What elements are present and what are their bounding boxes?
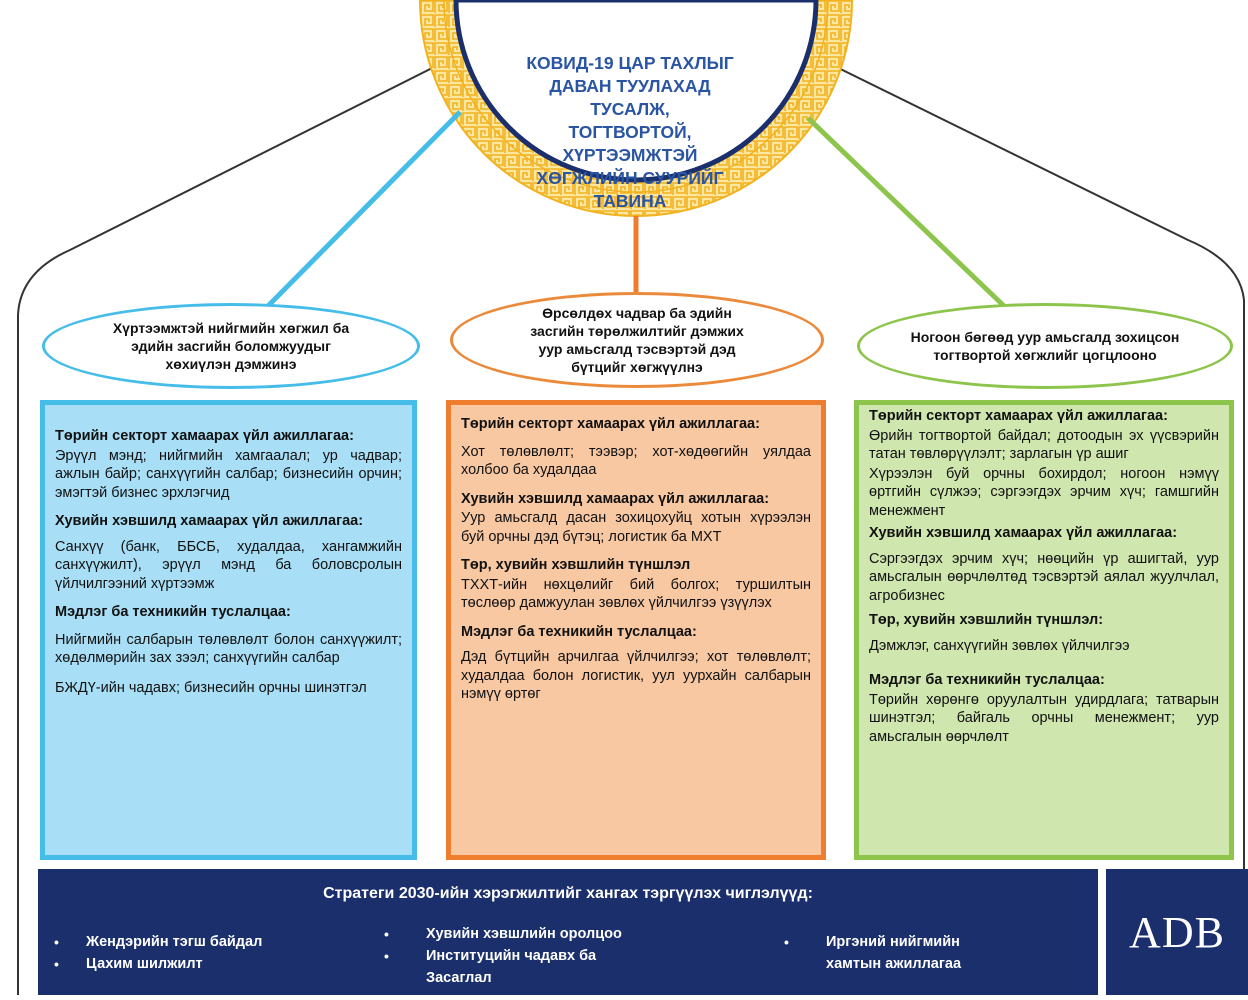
center-title: КОВИД-19 ЦАР ТАХЛЫГ ДАВАН ТУУЛАХАД ТУСАЛ… bbox=[526, 53, 734, 211]
block-heading: Төрийн секторт хамаарах үйл ажиллагаа: bbox=[461, 416, 760, 432]
block-heading: Хувийн хэвшилд хамаарах үйл ажиллагаа: bbox=[461, 490, 770, 507]
connector-blue bbox=[266, 110, 462, 308]
block-heading: Төр, хувийн хэвшлийн түншлэл: bbox=[869, 612, 1104, 628]
block-heading: Төрийн секторт хамаарах үйл ажиллагаа: bbox=[869, 408, 1168, 424]
connector-green bbox=[806, 116, 1006, 308]
strategy-item: Хувийн хэвшлийн оролцоо bbox=[368, 923, 768, 945]
pillar-1-panel: Төрийн секторт хамаарах үйл ажиллагаа: Э… bbox=[40, 400, 417, 860]
block-heading: Хувийн хэвшилд хамаарах үйл ажиллагаа: bbox=[55, 513, 364, 529]
pillar-2-title: Өрсөлдөх чадвар ба эдийн засгийн төрөлжи… bbox=[450, 292, 824, 388]
pillar-2-panel: Төрийн секторт хамаарах үйл ажиллагаа: Х… bbox=[446, 400, 826, 860]
strategy-item: Институцийн чадавх ба Засаглал bbox=[368, 945, 768, 989]
block-body: БЖДҮ-ийн чадавх; бизнесийн орчны шинэтгэ… bbox=[55, 679, 367, 696]
ger-roof-outline bbox=[17, 54, 459, 995]
adb-logo: ADB bbox=[1106, 869, 1248, 995]
pillar-3-panel: Төрийн секторт хамаарах үйл ажиллагаа: Ө… bbox=[854, 400, 1234, 860]
block-body: Дэмжлэг, санхүүгийн зөвлөх үйлчилгээ bbox=[869, 637, 1130, 654]
strategy-title: Стратеги 2030-ийн хэрэгжилтийг хангах тэ… bbox=[323, 885, 813, 902]
block-body: Сэргээгдэх эрчим хүч; нөөцийн үр ашигтай… bbox=[869, 550, 1219, 604]
block-heading: Мэдлэг ба техникийн туслалцаа: bbox=[55, 604, 291, 620]
block-heading: Мэдлэг ба техникийн туслалцаа: bbox=[869, 672, 1105, 688]
block-body: Дэд бүтцийн арчилгаа үйлчилгээ; хот төлө… bbox=[461, 649, 811, 702]
strategy-item: Цахим шилжилт bbox=[38, 953, 368, 975]
block-heading: Төрийн секторт хамаарах үйл ажиллагаа: bbox=[55, 428, 354, 444]
block-body: Уур амьсгалд дасан зохицохуйц хотын хүрэ… bbox=[461, 510, 811, 545]
strategy-column-3: Иргэний нийгмийн хамтын ажиллагаа bbox=[768, 931, 1098, 975]
strategy-column-1: Жендэрийн тэгш байдал Цахим шилжилт bbox=[38, 931, 368, 975]
block-heading: Хувийн хэвшилд хамаарах үйл ажиллагаа: bbox=[869, 525, 1178, 541]
pillar-3-title: Ногоон бөгөөд уур амьсгалд зохицсон тогт… bbox=[857, 303, 1233, 389]
block-heading: Төр, хувийн хэвшлийн түншлэл bbox=[461, 557, 691, 573]
strategy-item: Жендэрийн тэгш байдал bbox=[38, 931, 368, 953]
block-body: Хүрээлэн буй орчны бохирдол; ногоон нэмү… bbox=[869, 465, 1219, 519]
block-body: Хот төлөвлөлт; тээвэр; хот-хөдөөгийн уял… bbox=[461, 443, 811, 479]
block-body: Нийгмийн салбарын төлөвлөлт болон санхүү… bbox=[55, 631, 402, 667]
block-body: Санхүү (банк, ББСБ, худалдаа, хангамжийн… bbox=[55, 538, 402, 592]
strategy-column-2: Хувийн хэвшлийн оролцоо Институцийн чада… bbox=[368, 923, 768, 989]
strategy-strip: Стратеги 2030-ийн хэрэгжилтийг хангах тэ… bbox=[38, 869, 1098, 995]
ger-roof-outline-right bbox=[811, 54, 1245, 995]
center-circle bbox=[453, 0, 819, 183]
block-body: Төрийн хөрөнгө оруулалтын удирдлага; тат… bbox=[869, 691, 1219, 745]
strategy-item: Иргэний нийгмийн хамтын ажиллагаа bbox=[768, 931, 1098, 975]
block-heading: Мэдлэг ба техникийн туслалцаа: bbox=[461, 623, 697, 640]
block-body: Өрийн тогтвортой байдал; дотоодын эх үүс… bbox=[869, 427, 1219, 463]
pillar-1-title: Хүртээмжтэй нийгмийн хөгжил ба эдийн зас… bbox=[42, 303, 420, 389]
block-body: ТХХТ-ийн нөхцөлийг бий болгох; туршилтын… bbox=[461, 576, 811, 612]
block-body: Эрүүл мэнд; нийгмийн хамгаалал; ур чадва… bbox=[55, 447, 402, 501]
